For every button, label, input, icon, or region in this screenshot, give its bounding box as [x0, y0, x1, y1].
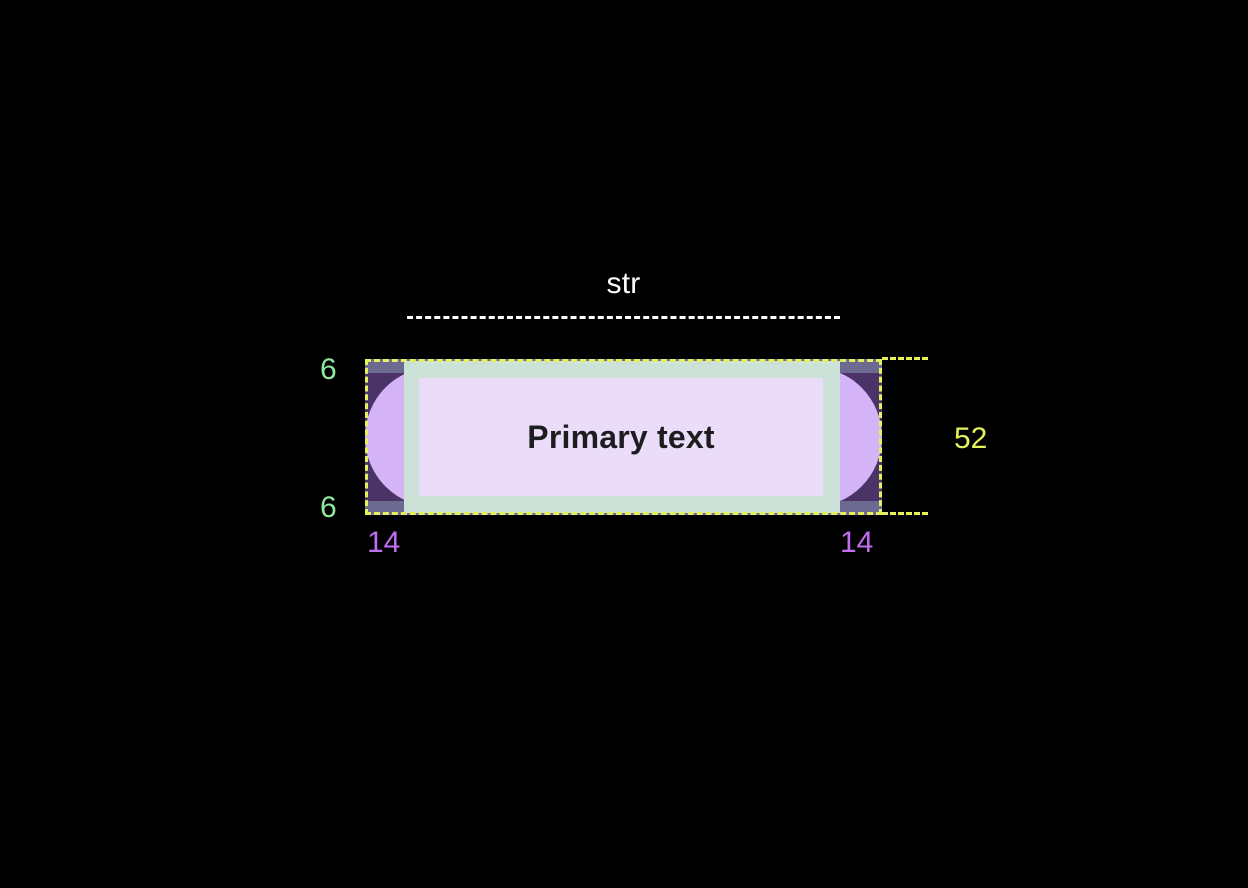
- string-measure-line: [407, 316, 840, 319]
- height-value: 52: [954, 422, 988, 455]
- content-box[interactable]: Primary text: [419, 378, 823, 496]
- string-measure-label: str: [606, 267, 641, 300]
- inset-bottom-value: 6: [320, 491, 337, 524]
- extension-line-top: [882, 357, 928, 360]
- extension-line-bottom: [882, 512, 928, 515]
- primary-text-label: Primary text: [527, 418, 715, 455]
- padding-right-value: 14: [840, 526, 874, 559]
- inset-top-value: 6: [320, 353, 337, 386]
- padding-left-value: 14: [367, 526, 401, 559]
